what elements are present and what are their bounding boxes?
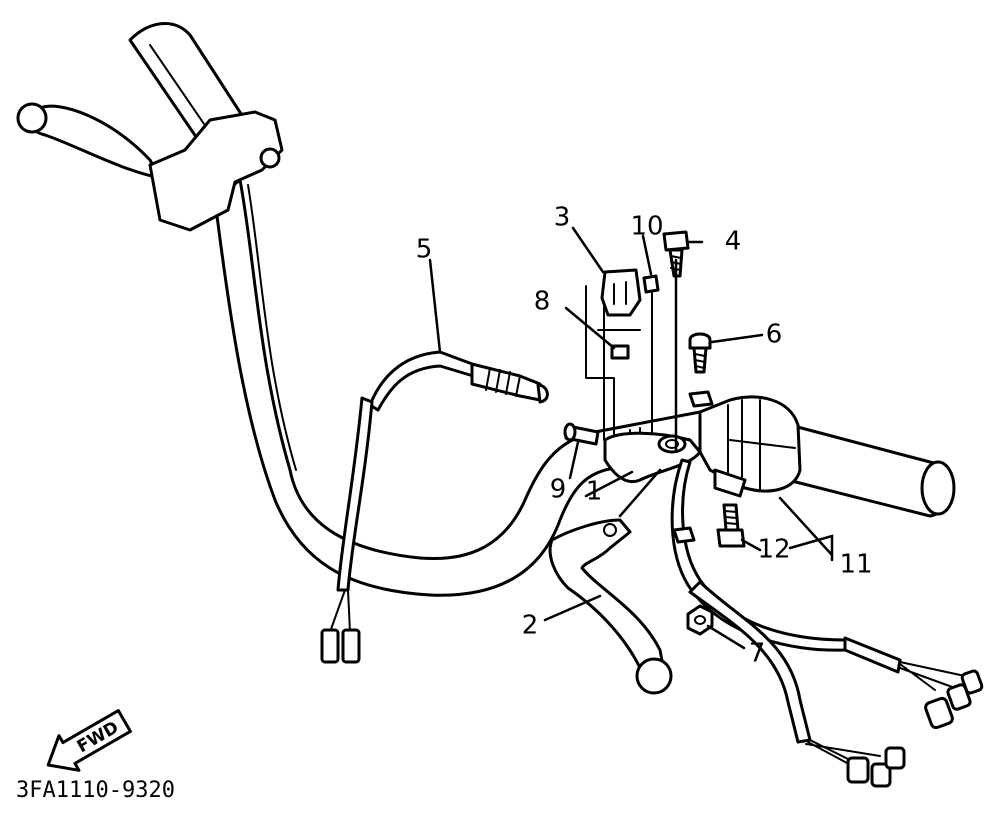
callout-1: 1 <box>586 477 603 507</box>
callout-6: 6 <box>766 320 783 350</box>
left-mount-bolt-head <box>259 147 281 169</box>
holder-part-3 <box>585 268 660 447</box>
callout-9: 9 <box>550 475 567 505</box>
callout-10: 10 <box>630 212 663 242</box>
right-switch-housing-part-11 <box>698 395 802 493</box>
callout-12: 12 <box>757 535 790 565</box>
bolt-part-4 <box>662 230 690 278</box>
nut-part-7 <box>686 604 714 636</box>
right-switch-assembly <box>698 395 956 518</box>
callout-7: 7 <box>749 639 766 669</box>
screw-part-6 <box>688 332 714 408</box>
fwd-arrow-icon <box>46 709 132 772</box>
cable-body <box>368 350 482 412</box>
cable-switch-part-5 <box>320 350 549 664</box>
callout-2: 2 <box>522 611 539 641</box>
callout-3: 3 <box>554 203 571 233</box>
bolt-part-9 <box>563 422 600 446</box>
right-switch-harness <box>670 458 984 788</box>
left-grip-assembly <box>16 22 284 232</box>
left-lever-ball-end <box>16 102 48 134</box>
callout-4: 4 <box>725 227 742 257</box>
callout-5: 5 <box>416 235 433 265</box>
callout-11: 11 <box>839 550 872 580</box>
lever-part-2 <box>548 518 673 695</box>
holder-bracket <box>600 268 642 317</box>
drawing-code: 3FA1110-9320 <box>16 778 175 803</box>
callouts: 5 3 10 4 8 6 9 1 12 11 2 7 <box>416 203 873 669</box>
screw-part-12 <box>716 503 746 548</box>
left-master-cylinder <box>148 110 284 232</box>
leader-lines <box>428 226 834 650</box>
callout-8: 8 <box>534 287 551 317</box>
screw-part-8 <box>610 344 630 360</box>
front-brake-lever <box>548 518 666 678</box>
clip-part-10 <box>642 274 660 294</box>
fwd-arrow: FWD <box>46 709 132 772</box>
